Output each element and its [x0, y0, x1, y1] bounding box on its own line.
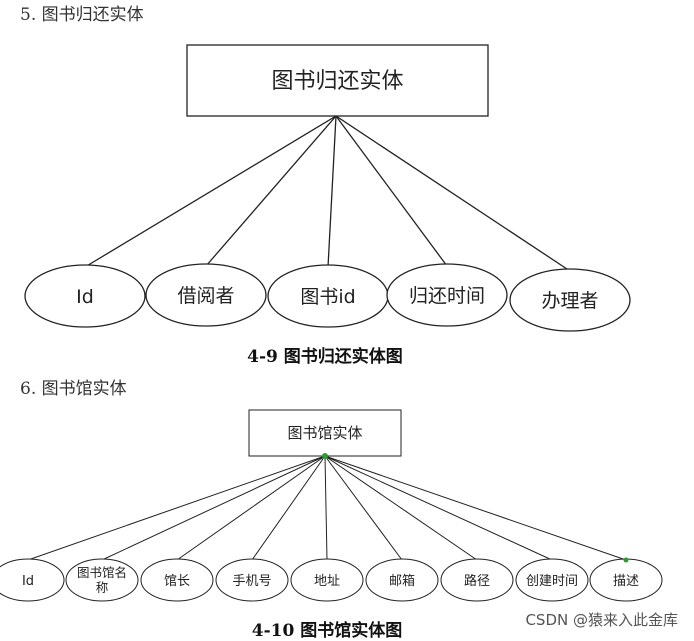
attribute-label: 馆长 [164, 574, 190, 589]
attribute-ellipse [215, 558, 289, 602]
attribute-label-continued: 称 [96, 580, 109, 595]
connection-dot [322, 453, 328, 459]
connector-line [327, 115, 337, 268]
attribute-ellipse [509, 268, 631, 332]
connector-line [205, 115, 337, 267]
attribute-label: 创建时间 [526, 574, 578, 589]
connector-line [27, 455, 326, 561]
attribute-ellipse [145, 263, 267, 327]
attribute-ellipse [140, 558, 214, 602]
connector-line [324, 455, 627, 561]
connector-line [324, 455, 553, 561]
attribute-label: 图书馆名 [77, 565, 127, 580]
connector-line [324, 455, 478, 561]
section6-heading: 6. 图书馆实体 [20, 379, 127, 399]
entity-label: 图书馆实体 [287, 424, 362, 442]
attribute-label: 手机号 [232, 574, 271, 589]
attribute-label: Id [76, 286, 94, 308]
attribute-label: 归还时间 [409, 285, 485, 307]
attribute-label: 地址 [314, 574, 340, 589]
connector-line [335, 115, 448, 267]
attribute-label: 办理者 [541, 290, 598, 312]
attribute-ellipse [440, 558, 514, 602]
connector-line [176, 455, 326, 561]
figure-caption-4-10: 4-10 图书馆实体图 [251, 621, 403, 641]
connector-line [335, 115, 571, 272]
attribute-label: 描述 [613, 574, 639, 589]
attribute-ellipse [0, 558, 65, 602]
connection-dot [623, 557, 629, 563]
attribute-ellipse [386, 263, 508, 327]
connector-line [84, 115, 337, 268]
connector-line [101, 455, 326, 561]
attribute-label: Id [22, 574, 34, 589]
watermark: CSDN @猿来入此金库 [525, 611, 678, 629]
entity-box [186, 44, 489, 117]
attribute-ellipse [24, 264, 146, 328]
figure-caption-4-9: 4-9 图书归还实体图 [247, 347, 403, 367]
attribute-label: 路径 [464, 573, 490, 589]
attribute-ellipse [365, 558, 439, 602]
connector-line [324, 455, 403, 561]
attribute-label: 图书id [300, 286, 355, 308]
entity-label: 图书归还实体 [271, 69, 403, 94]
attribute-ellipse [290, 558, 364, 602]
attribute-ellipse [515, 558, 589, 602]
attribute-label: 借阅者 [177, 285, 234, 307]
attribute-label: 邮箱 [389, 573, 415, 589]
section5-heading: 5. 图书归还实体 [20, 5, 144, 25]
connector-line [324, 455, 328, 561]
entity-box [248, 409, 402, 457]
book-return-entity-diagram: 图书归还实体 Id 借阅者 图书id 归还时间 办理者 [24, 44, 631, 332]
connector-line [251, 455, 326, 561]
attribute-ellipse [65, 558, 139, 602]
